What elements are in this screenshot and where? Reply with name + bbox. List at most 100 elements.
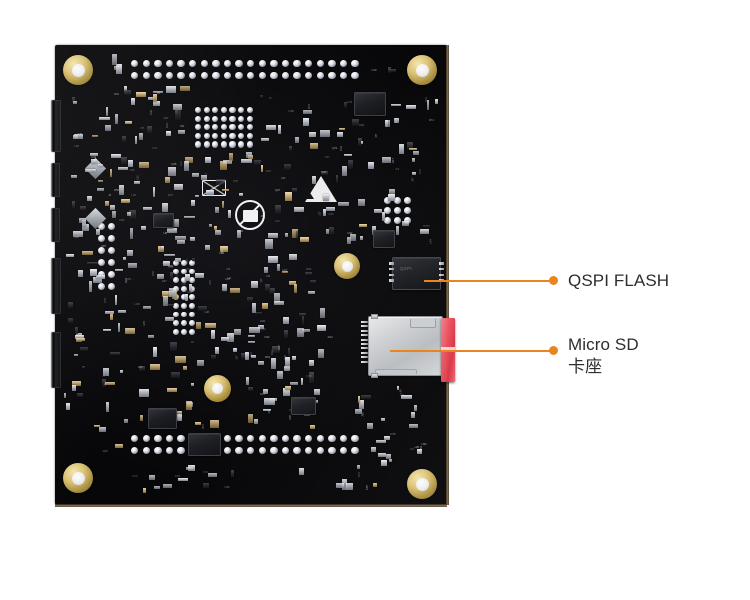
solder-pad [173,328,179,335]
silkscreen-designator: U8 [163,231,167,235]
smd-component [291,228,299,238]
smd-component [149,475,155,480]
solder-pad [270,72,278,80]
silkscreen-designator: R47 [200,423,205,429]
silkscreen-designator: L57 [225,277,231,282]
silkscreen-designator: R85 [207,279,212,285]
smd-component [68,318,74,323]
smd-component [258,325,265,330]
smd-component [74,353,78,357]
smd-component [166,388,177,393]
edge-connector-4 [52,258,61,314]
smd-component [109,351,120,356]
solder-pad [181,311,187,318]
smd-component [390,103,402,107]
smd-component [127,249,133,256]
silkscreen-designator: J97 [234,355,239,360]
smd-component [417,449,423,454]
smd-component [102,368,109,376]
smd-component [236,229,242,239]
smd-component [118,184,125,195]
smd-component [263,389,269,394]
smd-component [289,280,297,285]
silkscreen-designator: D92 [119,218,125,222]
silkscreen-designator: C48 [168,265,174,270]
smd-component [110,313,114,320]
solder-pad [223,72,232,80]
smd-component [76,338,85,341]
solder-pad [270,435,278,443]
smd-component [117,322,121,333]
solder-pad [404,207,411,214]
solder-pad [200,72,208,80]
silkscreen-designator: D22 [248,352,253,358]
smd-component [356,464,360,469]
solder-pad [238,115,245,122]
smd-component [163,253,175,256]
smd-component [246,376,250,386]
solder-pad [177,72,185,80]
solder-pad [281,435,290,443]
mounting-hole-bottom-right [407,469,437,499]
silkscreen-designator: Q27 [275,187,281,192]
solder-pad [270,60,278,68]
mounting-hole-top-right [407,55,437,85]
smd-component [384,436,390,441]
smd-component [297,327,304,338]
callout-label-qspi-flash: QSPI FLASH [568,271,670,290]
smd-component [71,201,76,208]
solder-pad [181,260,187,266]
silkscreen-designator: Q84 [308,134,314,138]
smd-component [77,269,83,278]
solder-pad [220,115,227,122]
ic-bottom-left-1 [148,408,177,429]
solder-pad [212,72,220,80]
smd-component [142,488,147,493]
smd-component [234,328,241,336]
smd-component [284,366,290,371]
silkscreen-designator: R79 [132,474,138,479]
edge-connector-3 [52,208,60,242]
smd-component [170,272,174,281]
smd-component [203,483,209,489]
silkscreen-designator: D54 [203,469,209,474]
silkscreen-designator: L80 [138,365,143,370]
solder-pad [305,447,313,455]
smd-component [366,423,374,429]
silkscreen-designator: L38 [204,309,210,314]
silkscreen-designator: Q71 [332,145,338,150]
solder-pad [200,60,208,68]
solder-pad [98,259,105,266]
smd-component [82,251,93,255]
silkscreen-designator: L88 [74,144,79,149]
smd-component [296,230,299,239]
solder-pad [212,115,219,122]
solder-pad [173,320,179,326]
smd-component [263,408,271,411]
smd-component [114,444,124,449]
silkscreen-designator: C87 [101,244,106,248]
solder-pad [189,277,196,283]
smd-component [358,224,367,227]
solder-pad [189,260,196,266]
smd-component [121,135,127,143]
smd-component [265,283,271,292]
smd-component [72,384,76,392]
smd-component [175,410,183,415]
smd-component [254,418,258,424]
smd-component [309,424,315,429]
solder-pad [238,132,245,139]
smd-component [134,180,141,184]
silkscreen-designator: L91 [281,175,286,180]
silkscreen-designator: R5 [156,90,161,95]
smd-component [249,327,260,333]
silkscreen-designator: C18 [288,109,294,114]
smd-component [410,412,415,418]
silkscreen-designator: R32 [264,334,270,339]
smd-component [360,235,363,240]
solder-pad [258,435,266,443]
solder-pad [351,447,359,455]
smd-component [73,134,83,139]
smd-component [124,418,129,423]
smd-component [138,366,146,372]
